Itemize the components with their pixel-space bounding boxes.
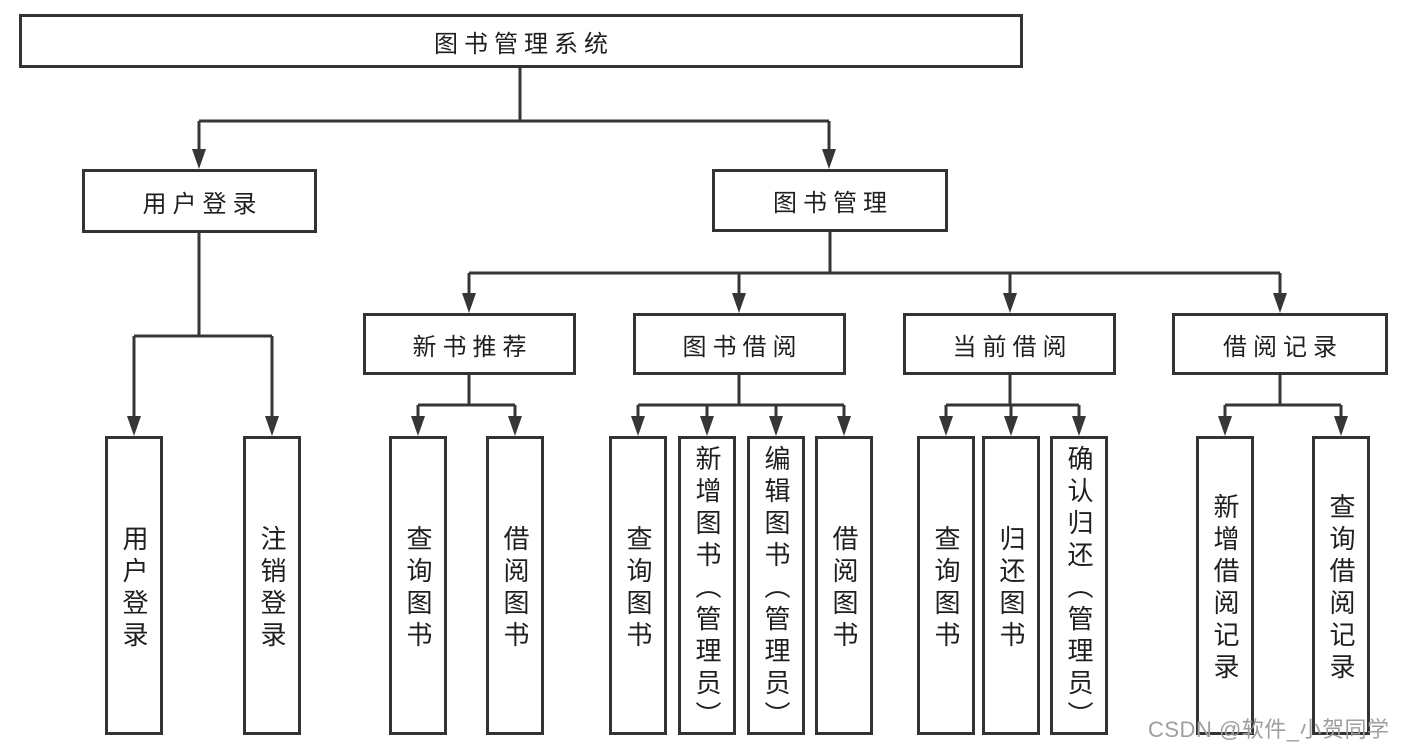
- node-label: 借阅图书: [500, 524, 530, 653]
- node-label: 图书管理系统: [434, 30, 614, 58]
- node-user-login-module: 用户登录: [82, 169, 317, 233]
- node-label: 图书借阅: [682, 333, 803, 361]
- node-query-book: 查询图书: [389, 436, 447, 735]
- node-label: 查询借阅记录: [1326, 492, 1356, 685]
- node-label: 注销登录: [257, 524, 287, 653]
- node-borrow-book: 借阅图书: [815, 436, 873, 735]
- node-book-management-module: 图书管理: [712, 169, 948, 232]
- connector-user-login-to-children: [127, 233, 279, 436]
- node-label: 新书推荐: [412, 333, 533, 361]
- node-query-borrow-record: 查询借阅记录: [1312, 436, 1370, 735]
- connector-current-borrow-to-children: [939, 375, 1086, 436]
- connector-root-to-level2: [192, 68, 836, 169]
- node-logout: 注销登录: [243, 436, 301, 735]
- node-label: 用户登录: [119, 524, 149, 653]
- connector-borrow-record-to-children: [1218, 375, 1348, 436]
- node-label: 当前借阅: [952, 333, 1073, 361]
- node-borrow-record: 借阅记录: [1172, 313, 1388, 375]
- node-label: 新增图书（管理员）: [692, 445, 722, 733]
- node-current-borrow: 当前借阅: [903, 313, 1116, 375]
- node-label: 确认归还（管理员）: [1064, 445, 1094, 733]
- node-label: 新增借阅记录: [1210, 492, 1240, 685]
- node-user-login: 用户登录: [105, 436, 163, 735]
- node-new-book-recommend: 新书推荐: [363, 313, 576, 375]
- node-query-book: 查询图书: [917, 436, 975, 735]
- node-return-book: 归还图书: [982, 436, 1040, 735]
- node-add-book-admin: 新增图书（管理员）: [678, 436, 736, 735]
- connector-book-management-to-level3: [462, 232, 1287, 313]
- node-label: 归还图书: [996, 524, 1026, 653]
- node-label: 查询图书: [931, 524, 961, 653]
- node-borrow-book: 借阅图书: [486, 436, 544, 735]
- node-label: 查询图书: [623, 524, 653, 653]
- node-label: 图书管理: [773, 190, 893, 217]
- node-add-borrow-record: 新增借阅记录: [1196, 436, 1254, 735]
- node-label: 编辑图书（管理员）: [761, 445, 791, 733]
- node-label: 借阅图书: [829, 524, 859, 653]
- connector-book-borrow-to-children: [631, 375, 851, 436]
- node-label: 查询图书: [403, 524, 433, 653]
- node-label: 用户登录: [142, 190, 263, 218]
- node-library-management-system: 图书管理系统: [19, 14, 1023, 68]
- node-confirm-return-admin: 确认归还（管理员）: [1050, 436, 1108, 735]
- node-book-borrow: 图书借阅: [633, 313, 846, 375]
- connector-new-book-recommend-to-children: [411, 375, 522, 436]
- node-query-book: 查询图书: [609, 436, 667, 735]
- csdn-watermark: CSDN @软件_小贺同学: [1148, 717, 1390, 742]
- node-label: 借阅记录: [1223, 333, 1343, 361]
- node-edit-book-admin: 编辑图书（管理员）: [747, 436, 805, 735]
